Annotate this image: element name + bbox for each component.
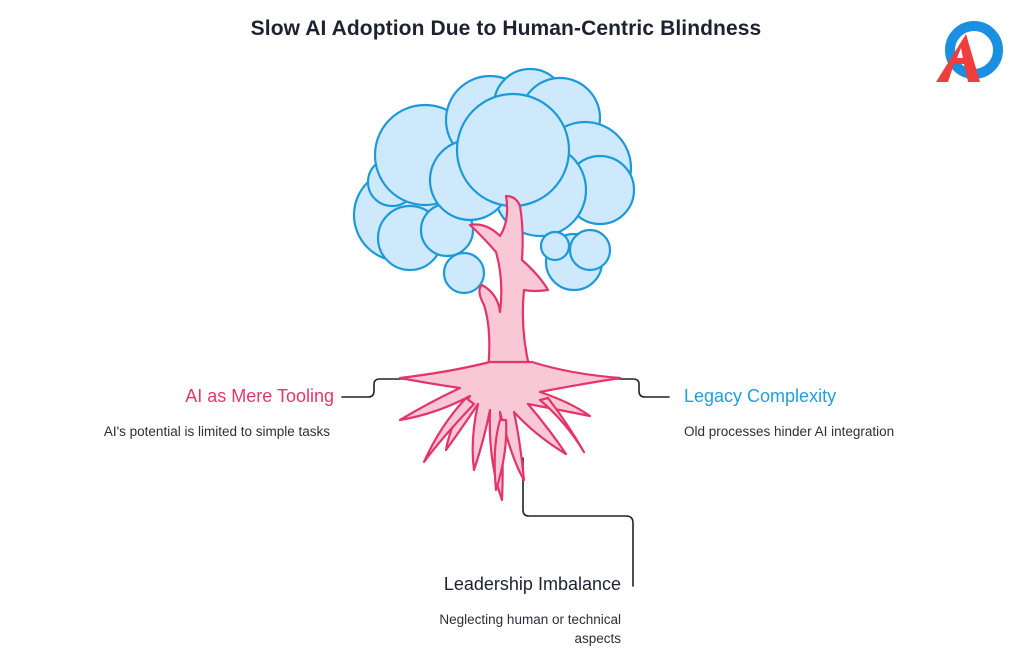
branch-title-legacy: Legacy Complexity [684, 386, 837, 406]
branch-description-leadership: Neglecting human or technical aspects [439, 612, 621, 646]
connector-leadership [522, 457, 634, 587]
connector-tooling [341, 378, 405, 398]
branch-title-tooling: AI as Mere Tooling [185, 386, 334, 406]
tree-foliage [352, 67, 636, 295]
connector-lines [341, 378, 670, 587]
connector-legacy [611, 378, 670, 398]
branch-title-leadership: Leadership Imbalance [443, 574, 621, 594]
branch-description-legacy: Old processes hinder AI integration [684, 424, 895, 439]
tree-roots [398, 360, 622, 502]
brand-logo-icon [936, 21, 1003, 82]
branch-description-tooling: AI's potential is limited to simple task… [103, 424, 330, 439]
tree-trunk [468, 194, 550, 372]
page-title: Slow AI Adoption Due to Human-Centric Bl… [250, 17, 762, 40]
